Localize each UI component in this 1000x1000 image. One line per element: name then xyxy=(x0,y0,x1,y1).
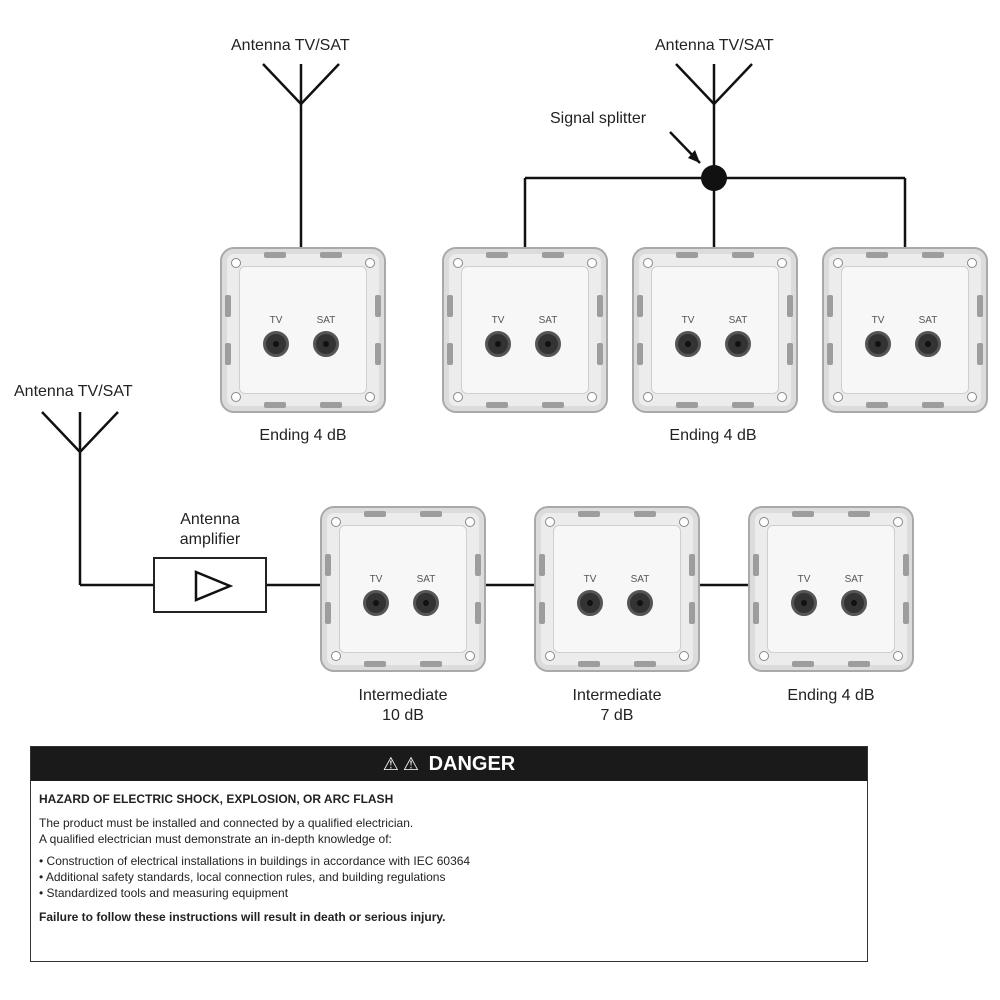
tv-sat-socket: TV SAT xyxy=(320,506,486,672)
tv-sat-socket: TV SAT xyxy=(748,506,914,672)
antenna-icon xyxy=(675,63,753,262)
warning-triangle-icon: ⚠ xyxy=(382,754,399,774)
danger-header: ⚠⚠ DANGER xyxy=(31,747,867,781)
tv-port-label: TV xyxy=(681,315,695,326)
danger-title: DANGER xyxy=(428,753,516,775)
danger-bullet-list: Construction of electrical installations… xyxy=(39,853,859,901)
sat-port xyxy=(915,331,941,357)
tv-port-label: TV xyxy=(871,315,885,326)
tv-port xyxy=(577,590,603,616)
signal-splitter-label: Signal splitter xyxy=(550,110,647,127)
tv-port-label: TV xyxy=(269,315,283,326)
sat-port-label: SAT xyxy=(918,315,938,326)
socket-caption: Intermediate 10 dB xyxy=(358,687,448,724)
tv-port-label: TV xyxy=(491,315,505,326)
warning-triangle-icon: ⚠ xyxy=(402,754,420,774)
socket-caption: Ending 4 dB xyxy=(259,427,347,444)
tv-port-label: TV xyxy=(583,574,597,585)
socket-caption: Ending 4 dB xyxy=(787,687,875,704)
antenna-label: Antenna TV/SAT xyxy=(14,383,133,400)
tv-sat-socket: TV SAT xyxy=(822,247,988,413)
amplifier-triangle-icon xyxy=(194,570,233,602)
sat-port xyxy=(313,331,339,357)
tv-sat-socket: TV SAT xyxy=(220,247,386,413)
sat-port-label: SAT xyxy=(728,315,748,326)
tv-sat-socket: TV SAT xyxy=(442,247,608,413)
tv-port xyxy=(263,331,289,357)
sat-port xyxy=(413,590,439,616)
danger-line: A qualified electrician must demonstrate… xyxy=(39,832,392,846)
sat-port-label: SAT xyxy=(630,574,650,585)
sat-port xyxy=(841,590,867,616)
sat-port xyxy=(535,331,561,357)
tv-sat-socket: TV SAT xyxy=(632,247,798,413)
amplifier-label: Antenna amplifier xyxy=(179,511,241,548)
socket-caption: Ending 4 dB xyxy=(669,427,757,444)
danger-bullet: Construction of electrical installations… xyxy=(39,853,859,869)
antenna-icon xyxy=(262,63,340,262)
antenna-label: Antenna TV/SAT xyxy=(231,37,350,54)
sat-port-label: SAT xyxy=(844,574,864,585)
sat-port-label: SAT xyxy=(316,315,336,326)
danger-line: The product must be installed and connec… xyxy=(39,816,414,830)
antenna-amplifier xyxy=(153,557,267,613)
danger-footer: Failure to follow these instructions wil… xyxy=(39,910,446,924)
tv-port xyxy=(791,590,817,616)
tv-sat-socket: TV SAT xyxy=(534,506,700,672)
tv-port xyxy=(675,331,701,357)
sat-port xyxy=(627,590,653,616)
tv-port xyxy=(485,331,511,357)
signal-splitter-node xyxy=(701,165,727,191)
sat-port-label: SAT xyxy=(416,574,436,585)
tv-port-label: TV xyxy=(369,574,383,585)
sat-port-label: SAT xyxy=(538,315,558,326)
tv-port xyxy=(865,331,891,357)
tv-port-label: TV xyxy=(797,574,811,585)
tv-port xyxy=(363,590,389,616)
danger-bullet: Additional safety standards, local conne… xyxy=(39,869,859,885)
socket-caption: Intermediate 7 dB xyxy=(572,687,662,724)
danger-notice: ⚠⚠ DANGER HAZARD OF ELECTRIC SHOCK, EXPL… xyxy=(30,746,868,962)
hazard-heading: HAZARD OF ELECTRIC SHOCK, EXPLOSION, OR … xyxy=(39,792,394,806)
danger-bullet: Standardized tools and measuring equipme… xyxy=(39,885,859,901)
antenna-label: Antenna TV/SAT xyxy=(655,37,774,54)
sat-port xyxy=(725,331,751,357)
antenna-icon xyxy=(41,411,119,585)
